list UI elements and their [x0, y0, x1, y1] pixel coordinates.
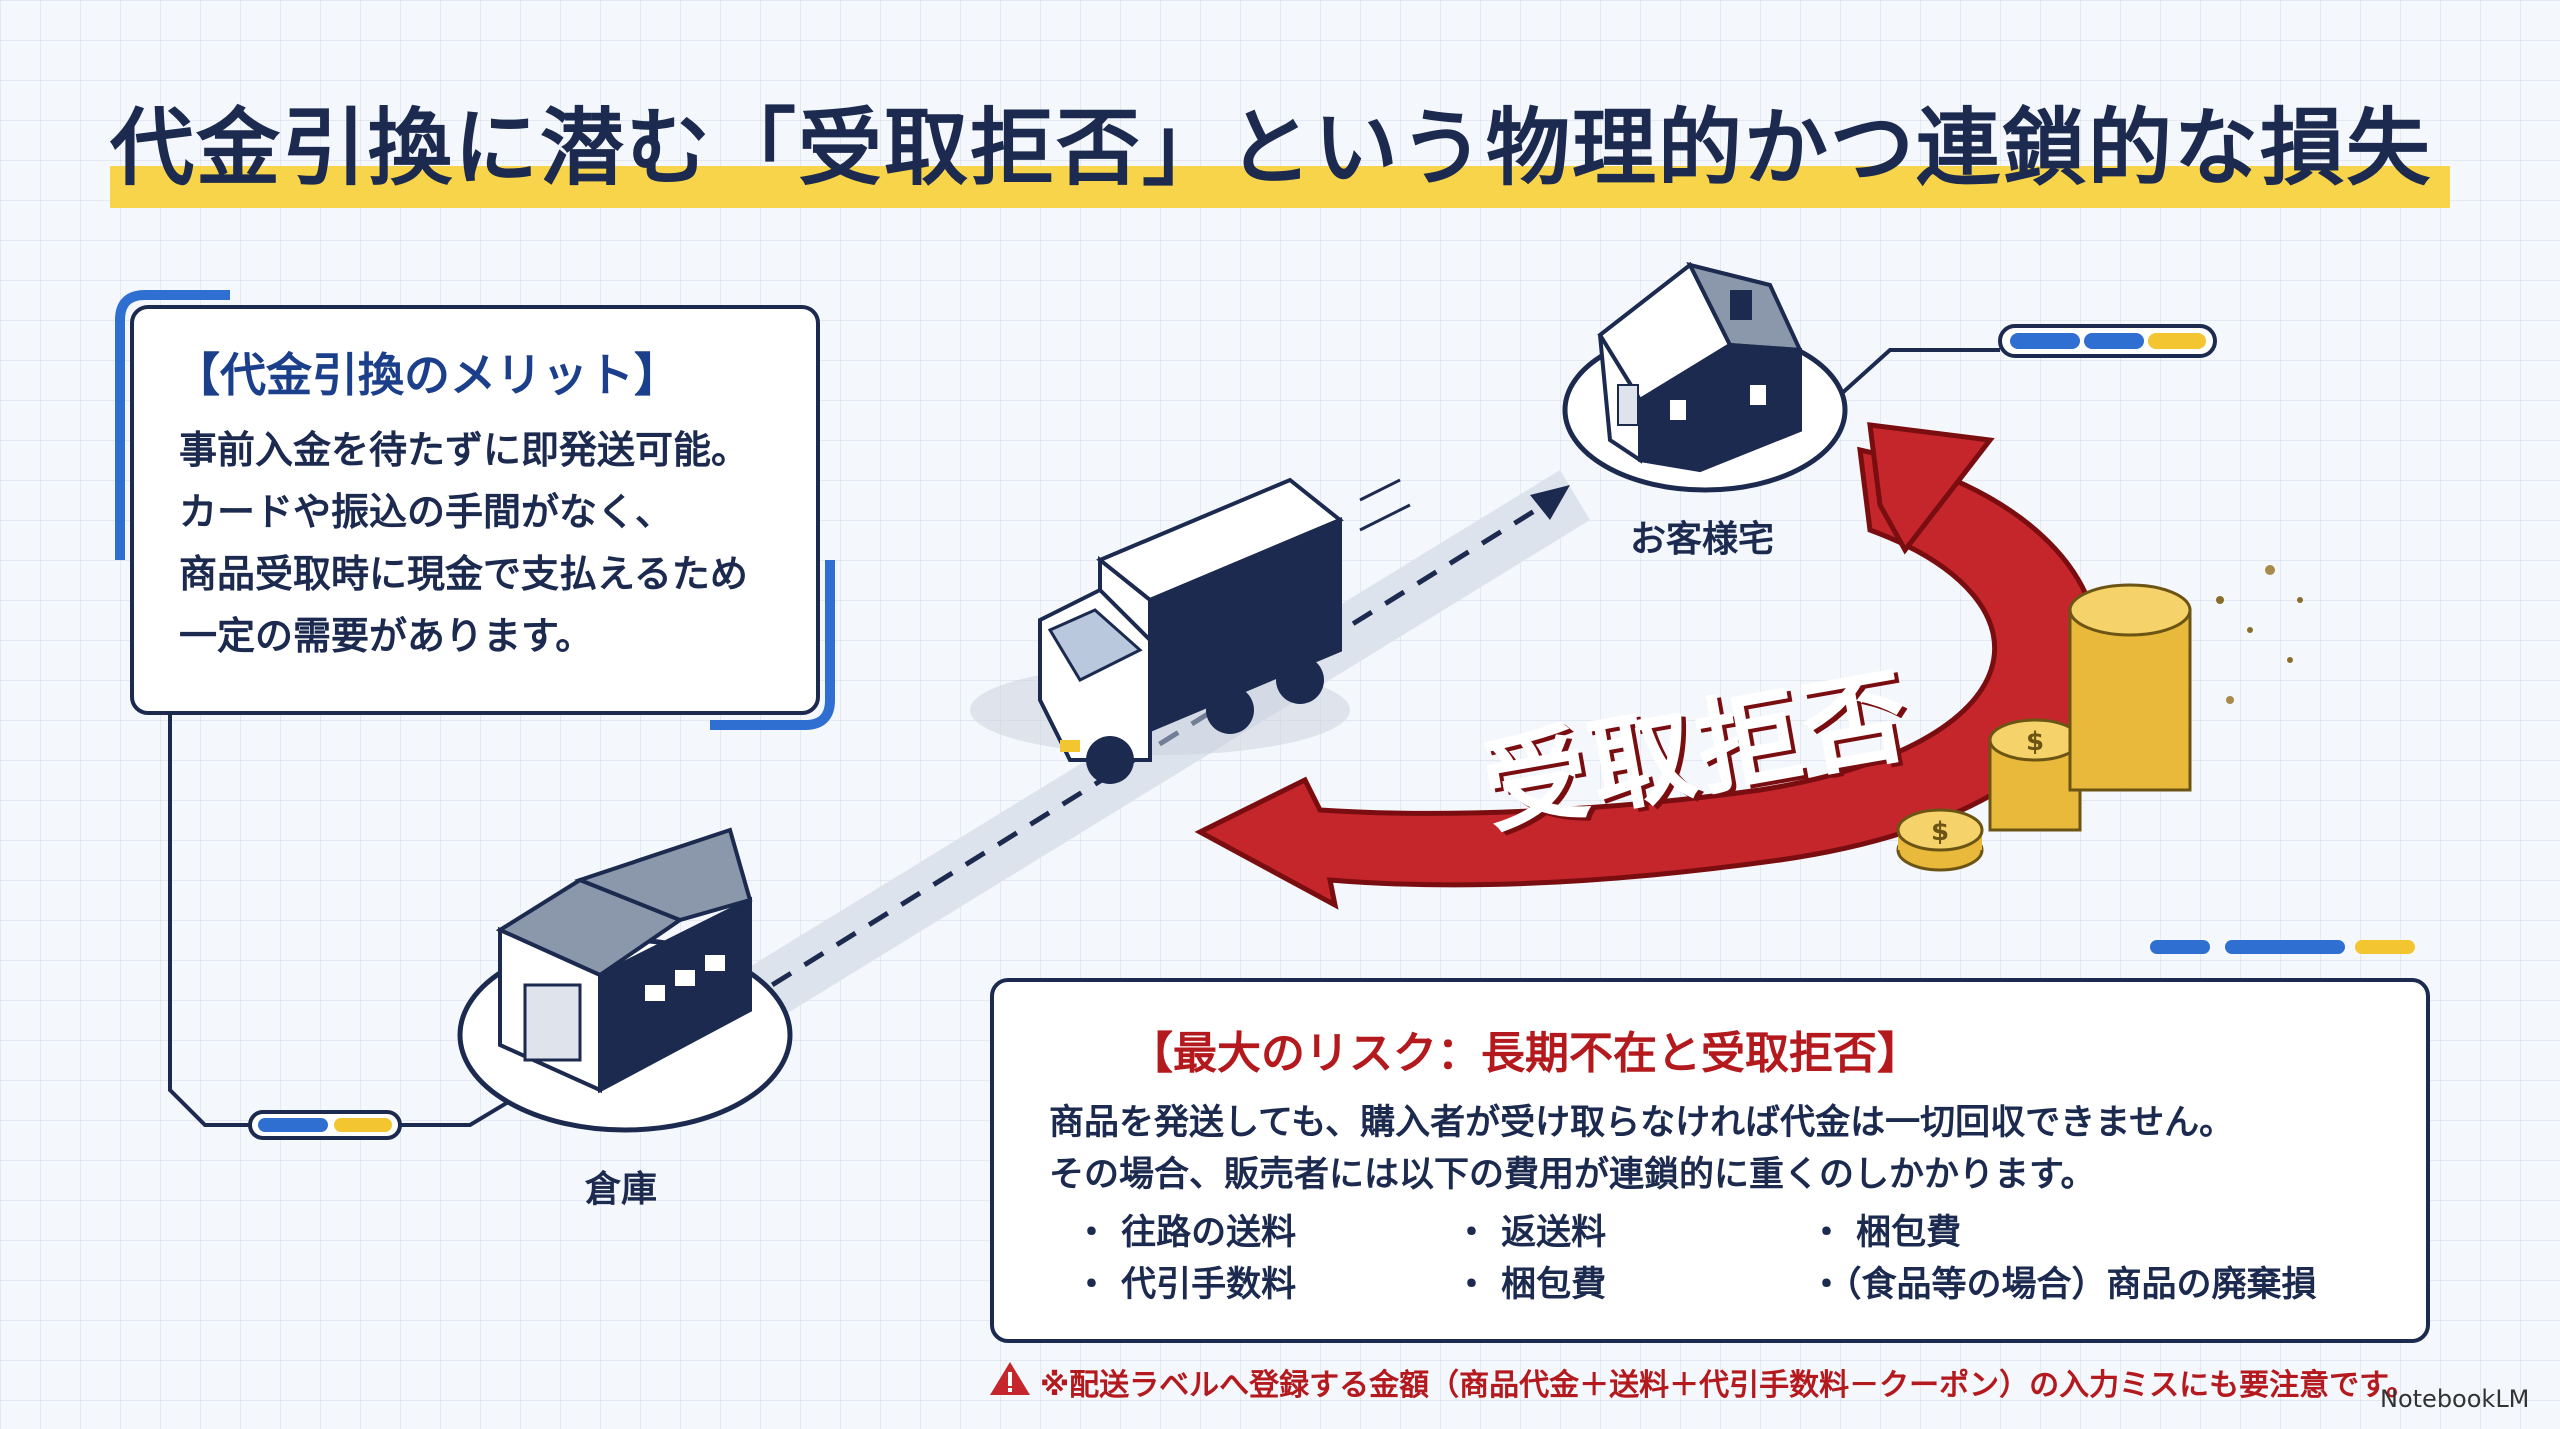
merit-line: 商品受取時に現金で支払えるため	[179, 552, 748, 596]
footer-note: ※配送ラベルへ登録する金額（商品代金＋送料＋代引手数料－クーポン）の入力ミスにも…	[1040, 1368, 2417, 1403]
risk-line: その場合、販売者には以下の費用が連鎖的に重くのしかかります。	[1049, 1155, 2096, 1195]
pill-segment-yellow	[334, 1118, 392, 1132]
cost-item: ・ 返送料	[1454, 1213, 1607, 1253]
merit-box: 【代金引換のメリット】 事前入金を待たずに即発送可能。 カードや振込の手間がなく…	[130, 305, 820, 715]
pill-segment-blue	[258, 1118, 328, 1132]
merit-line: 事前入金を待たずに即発送可能。	[179, 428, 750, 472]
customer-home-label: お客様宅	[1630, 519, 1775, 560]
risk-body: 商品を発送しても、購入者が受け取らなければ代金は一切回収できません。 その場合、…	[1049, 1097, 2409, 1201]
page-title: 代金引換に潜む「受取拒否」という物理的かつ連鎖的な損失	[110, 99, 2433, 197]
warehouse-label: 倉庫	[585, 1169, 658, 1210]
merit-connector-line	[168, 715, 250, 1127]
coins-icon: $ $	[1896, 565, 2303, 872]
merit-heading: 【代金引換のメリット】	[174, 348, 680, 402]
truck-icon	[1038, 477, 1411, 784]
warehouse-icon	[495, 827, 753, 1094]
risk-heading: 【最大のリスク：長期不在と受取拒否】	[1129, 1028, 1921, 1079]
pill-segment-blue	[2010, 333, 2080, 349]
cost-item: ・ 往路の送料	[1074, 1213, 1297, 1253]
merit-body: 事前入金を待たずに即発送可能。 カードや振込の手間がなく、 商品受取時に現金で支…	[179, 419, 799, 667]
merit-line: カードや振込の手間がなく、	[179, 490, 674, 534]
road-dashed-line	[738, 492, 1562, 1008]
accent-dash	[2150, 940, 2210, 954]
merit-accent-bottom	[710, 560, 835, 730]
pill-segment-yellow	[2148, 333, 2206, 349]
merit-accent-top	[115, 290, 230, 560]
svg-text:$: $	[2026, 727, 2044, 757]
title-area: 代金引換に潜む「受取拒否」という物理的かつ連鎖的な損失	[110, 88, 2450, 218]
cost-item: ・（食品等の場合）商品の廃棄損	[1809, 1265, 2317, 1305]
accent-dash	[2355, 940, 2415, 954]
svg-text:$: $	[1931, 817, 1949, 847]
road-arrowhead	[1530, 485, 1570, 520]
pill-segment-blue	[2084, 333, 2144, 349]
cost-item: ・ 梱包費	[1809, 1213, 1962, 1253]
warning-icon	[990, 1362, 1030, 1395]
merit-line: 一定の需要があります。	[179, 614, 594, 658]
cost-item: ・ 梱包費	[1454, 1265, 1607, 1305]
risk-line: 商品を発送しても、購入者が受け取らなければ代金は一切回収できません。	[1049, 1103, 2235, 1143]
accent-dash	[2225, 940, 2345, 954]
risk-box: 【最大のリスク：長期不在と受取拒否】 商品を発送しても、購入者が受け取らなければ…	[990, 978, 2430, 1343]
cost-item: ・ 代引手数料	[1074, 1265, 1297, 1305]
house-icon	[1597, 261, 1804, 473]
brand-logo: NotebookLM	[2380, 1385, 2530, 1413]
title-highlight	[110, 166, 2450, 208]
warehouse-connector-line	[400, 1093, 522, 1127]
home-connector-line	[1838, 348, 2000, 397]
rejection-arrowhead-top	[1867, 422, 1995, 555]
